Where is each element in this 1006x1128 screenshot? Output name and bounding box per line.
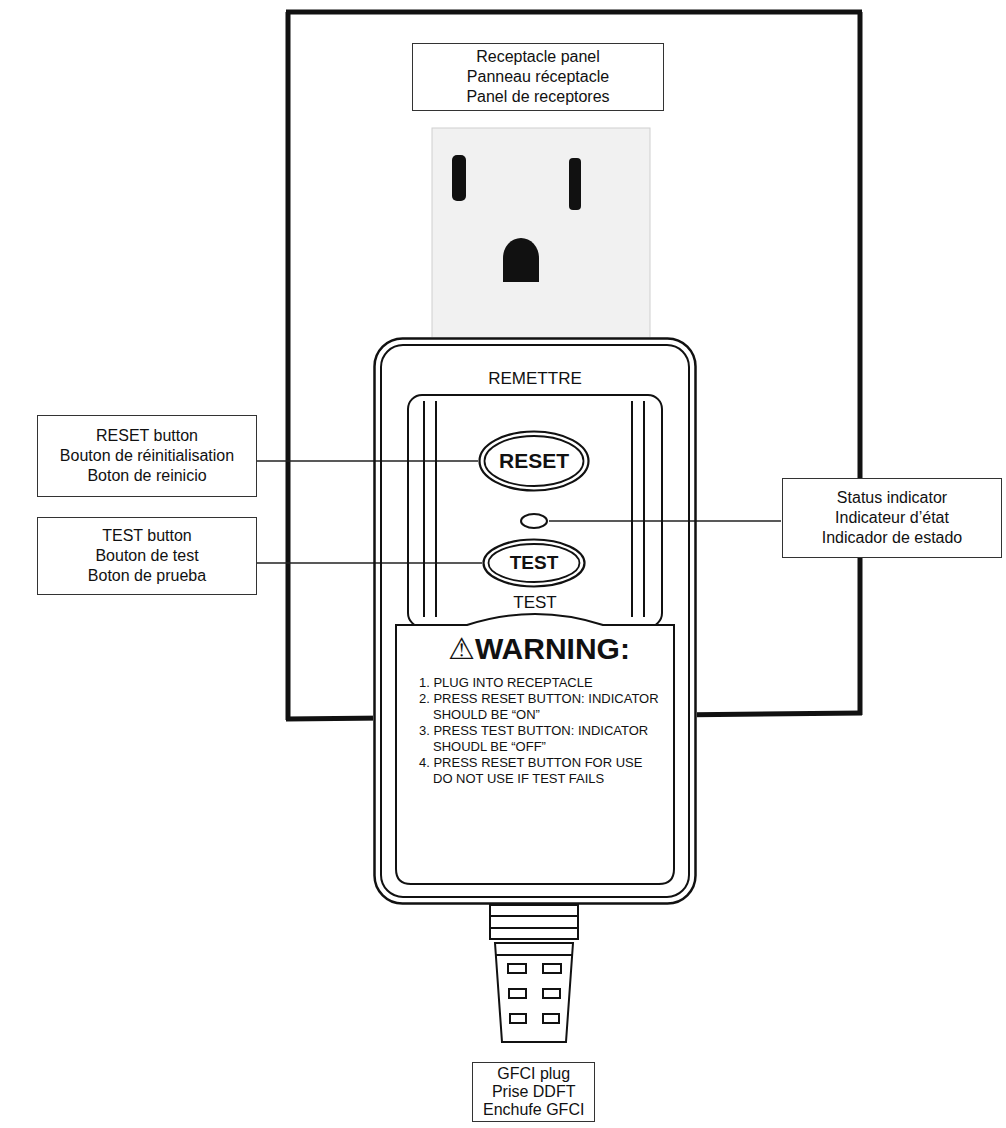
warning-heading: ⚠WARNING: xyxy=(419,631,659,667)
housing-fill xyxy=(373,337,697,905)
ground-hole xyxy=(503,238,539,282)
button-oval: RESET xyxy=(478,430,590,492)
panel-content: ⚠WARNING: 1. PLUG INTO RECEPTACLE2. PRESS… xyxy=(395,585,675,787)
callout-text: TEST button xyxy=(102,526,192,546)
cord-neck xyxy=(490,905,578,939)
callout-text: Boton de reinicio xyxy=(87,466,206,486)
callout-box: Status indicatorIndicateur d’étatIndicad… xyxy=(782,478,1002,558)
outlet-slot xyxy=(452,155,466,201)
callout-text: Indicador de estado xyxy=(822,528,963,548)
callout-text: Panel de receptores xyxy=(466,87,609,107)
warning-step: 1. PLUG INTO RECEPTACLE xyxy=(419,675,659,691)
callout-text: Boton de prueba xyxy=(88,566,206,586)
warning-step: 3. PRESS TEST BUTTON: INDICATOR SHOUDL B… xyxy=(419,723,659,755)
callout-text: Bouton de test xyxy=(95,546,198,566)
button-label: TEST xyxy=(510,552,559,574)
callout-box: TEST buttonBouton de testBoton de prueba xyxy=(37,517,257,595)
warning-panel: ⚠WARNING: 1. PLUG INTO RECEPTACLE2. PRESS… xyxy=(395,585,675,885)
callout-text: RESET button xyxy=(96,426,198,446)
outlet-slot xyxy=(569,158,581,210)
leader-line xyxy=(257,460,478,461)
housing-label: TEST xyxy=(373,592,697,614)
leader-line xyxy=(549,520,781,521)
warning-step: DO NOT USE IF TEST FAILS xyxy=(419,771,659,787)
callout-text: Enchufe GFCI xyxy=(483,1101,584,1119)
callout-text: Receptacle panel xyxy=(476,47,600,67)
callout-text: Prise DDFT xyxy=(492,1083,576,1101)
warning-step: 2. PRESS RESET BUTTON: INDICATOR SHOULD … xyxy=(419,691,659,723)
callout-box: Receptacle panelPanneau réceptaclePanel … xyxy=(412,43,664,111)
gfci-housing: RESET TEST ⚠WARNING: 1. PLUG INTO RECEPTACL… xyxy=(373,337,697,905)
callout-text: GFCI plug xyxy=(497,1065,570,1083)
plug-body xyxy=(495,943,573,1042)
leader-line xyxy=(257,562,482,563)
button-label: RESET xyxy=(499,449,569,473)
callout-box: RESET buttonBouton de réinitialisationBo… xyxy=(37,415,257,497)
callout-text: Panneau réceptacle xyxy=(467,67,609,87)
button-oval: TEST xyxy=(482,538,586,588)
callout-text: Bouton de réinitialisation xyxy=(60,446,234,466)
callout-text: Status indicator xyxy=(837,488,947,508)
callout-text: Indicateur d’état xyxy=(835,508,949,528)
callout-box: GFCI plugPrise DDFTEnchufe GFCI xyxy=(472,1062,595,1122)
housing-label: REMETTRE xyxy=(373,368,697,390)
warning-step: 4. PRESS RESET BUTTON FOR USE xyxy=(419,755,659,771)
